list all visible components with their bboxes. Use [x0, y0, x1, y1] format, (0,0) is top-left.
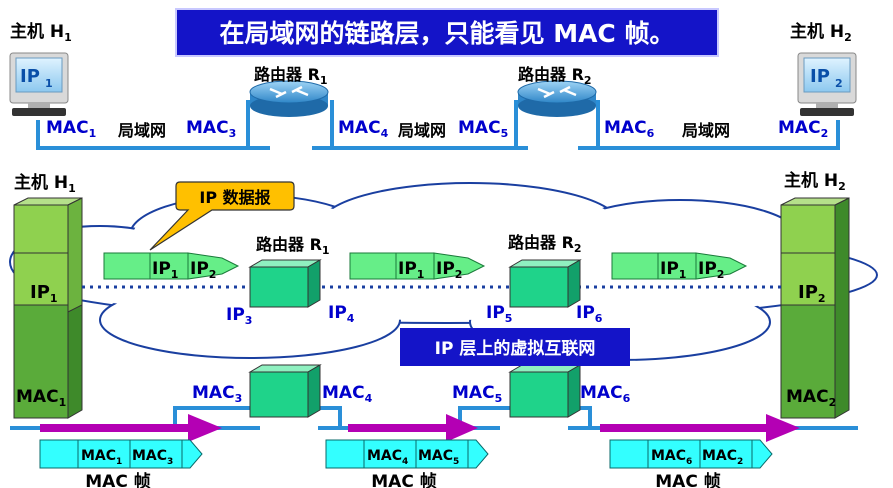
virtual-internet-label-box: IP 层上的虚拟互联网: [400, 328, 630, 366]
top-mac1: MAC1: [46, 118, 96, 140]
ip-packets: IP1 IP2 IP1 IP2 IP1 IP2: [103, 252, 748, 281]
host2-protocol-stack: [780, 197, 850, 419]
router1-link-layer-box: [248, 364, 322, 418]
packet-dst-ip: IP2: [436, 259, 462, 281]
router2-ip-box: [508, 259, 582, 308]
host2-computer-icon: IP 2: [797, 52, 857, 116]
ip-packet: IP1 IP2: [103, 252, 240, 281]
frame-dst-mac: MAC5: [418, 448, 459, 467]
bottom-host2-label: 主机 H2: [784, 170, 846, 193]
top-router2-label: 路由器 R2: [518, 65, 592, 87]
host1-computer-icon: IP 1: [9, 52, 69, 116]
top-lan1-label: 局域网: [118, 121, 166, 140]
top-lan-lines: [36, 100, 840, 150]
router2-ip5: IP5: [486, 303, 512, 325]
frame-caption: MAC 帧: [655, 471, 720, 488]
frame-dst-mac: MAC3: [132, 448, 173, 467]
top-mac2: MAC2: [778, 118, 828, 140]
top-host2-label: 主机 H2: [790, 21, 852, 44]
top-host1-ip-sub: 1: [45, 77, 53, 90]
top-host1-ip: IP: [20, 66, 40, 87]
top-host1-label: 主机 H1: [10, 21, 72, 44]
top-mac3: MAC3: [186, 118, 236, 140]
bottom-router1-label: 路由器 R1: [256, 235, 330, 257]
host1-protocol-stack: [13, 197, 83, 419]
virtual-internet-label: IP 层上的虚拟互联网: [435, 338, 596, 359]
frame-caption: MAC 帧: [85, 471, 150, 488]
ip-packet: IP1 IP2: [611, 252, 748, 281]
top-host2-ip-sub: 2: [835, 77, 843, 90]
router2-link-layer-box: [508, 364, 582, 418]
frame-caption: MAC 帧: [371, 471, 436, 488]
router1-mac4: MAC4: [322, 383, 373, 405]
packet-src-ip: IP1: [398, 259, 424, 281]
top-mac5: MAC5: [458, 118, 508, 140]
bottom-router2-label: 路由器 R2: [508, 233, 582, 255]
top-mac6: MAC6: [604, 118, 655, 140]
ip-datagram-callout: IP 数据报: [149, 181, 295, 251]
frame-dst-mac: MAC2: [702, 448, 743, 467]
bottom-host2-mac: MAC2: [786, 387, 836, 409]
top-lan3-label: 局域网: [682, 121, 730, 140]
top-lan2-label: 局域网: [398, 121, 446, 140]
bottom-host1-label: 主机 H1: [14, 172, 76, 195]
router2-mac6: MAC6: [580, 383, 631, 405]
callout-text: IP 数据报: [199, 188, 270, 207]
packet-dst-ip: IP2: [698, 259, 724, 281]
top-host2-ip: IP: [810, 66, 830, 87]
packet-src-ip: IP1: [152, 259, 178, 281]
top-router2-icon: [517, 80, 597, 117]
top-mac4: MAC4: [338, 118, 389, 140]
router2-mac5: MAC5: [452, 383, 502, 405]
router1-ip3: IP3: [226, 305, 252, 327]
router2-ip6: IP6: [576, 303, 603, 325]
frame-src-mac: MAC1: [81, 448, 122, 467]
bottom-host1-mac: MAC1: [16, 387, 66, 409]
bottom-host2-ip: IP2: [798, 282, 826, 305]
frame-arrows: [40, 414, 800, 442]
packet-dst-ip: IP2: [190, 259, 216, 281]
title-banner: 在局域网的链路层，只能看见 MAC 帧。: [175, 8, 719, 57]
top-router1-label: 路由器 R1: [254, 65, 328, 87]
ip-packet: IP1 IP2: [349, 252, 486, 281]
frame-src-mac: MAC4: [367, 448, 408, 467]
router1-mac3: MAC3: [192, 383, 242, 405]
page-title: 在局域网的链路层，只能看见 MAC 帧。: [220, 19, 675, 48]
packet-src-ip: IP1: [660, 259, 686, 281]
frame-src-mac: MAC6: [651, 448, 692, 467]
top-router1-icon: [249, 80, 329, 117]
router1-ip-box: [248, 259, 322, 308]
bottom-host1-ip: IP1: [30, 282, 58, 305]
router1-ip4: IP4: [328, 303, 355, 325]
